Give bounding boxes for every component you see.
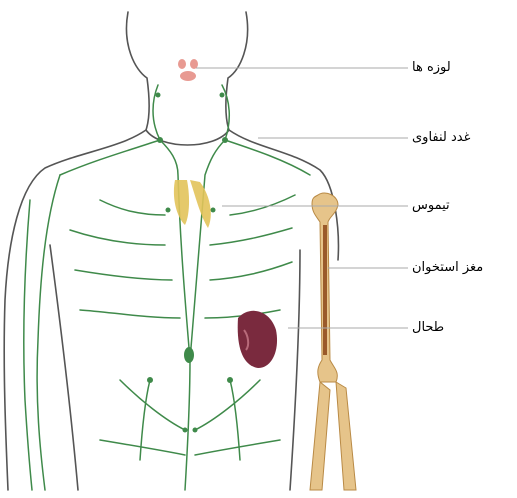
arm-bone xyxy=(310,193,356,490)
cisterna-chyli xyxy=(184,347,194,363)
label-bone-marrow: مغز استخوان xyxy=(412,260,483,275)
body-outline xyxy=(4,12,338,490)
spleen-organ xyxy=(238,311,277,368)
label-tonsils: لوزه ها xyxy=(412,60,451,75)
label-thymus: تیموس xyxy=(412,198,450,213)
leader-lines xyxy=(196,68,408,328)
label-lymph-nodes: غدد لنفاوی xyxy=(412,130,470,145)
lymph-vessel-network xyxy=(24,85,310,490)
tonsils-organ xyxy=(178,59,198,81)
label-spleen: طحال xyxy=(412,320,444,335)
